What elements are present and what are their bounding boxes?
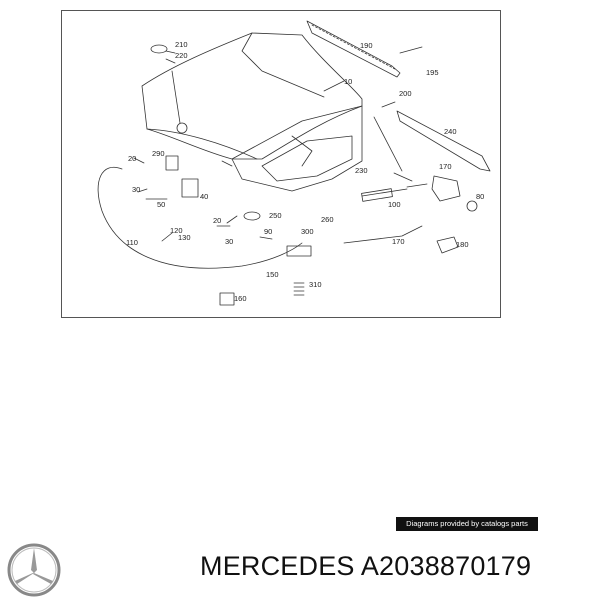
callout-30: 30: [132, 185, 140, 194]
callout-230: 230: [355, 166, 368, 175]
cowl-trim: [396, 110, 491, 172]
callout-120: 120: [170, 226, 183, 235]
callout-180: 180: [456, 240, 469, 249]
callout-20: 20: [128, 154, 136, 163]
hinge: [431, 175, 461, 202]
callout-170: 170: [392, 237, 405, 246]
diagram-credit-badge: Diagrams provided by catalogs parts: [396, 517, 538, 531]
washer-250: [243, 211, 261, 221]
lock-180: [436, 236, 459, 254]
clip-160: [219, 292, 235, 306]
callout-240: 240: [444, 127, 457, 136]
callout-20-lower: 20: [213, 216, 221, 225]
gas-strut: [361, 183, 428, 197]
callout-80: 80: [476, 192, 484, 201]
parts-diagram: 210 220 190 195 10 200 240 290 20 170 40…: [61, 10, 501, 318]
release-cable-2: [343, 225, 423, 244]
part-150: [286, 245, 312, 257]
release-cable: [97, 166, 303, 269]
emblem-210: [150, 44, 168, 54]
plug-220: [176, 122, 188, 134]
spring-310: [293, 282, 305, 296]
hood-panel: [141, 32, 363, 160]
callout-210: 210: [175, 40, 188, 49]
callout-290: 290: [152, 149, 165, 158]
callout-220: 220: [175, 51, 188, 60]
callout-195: 195: [426, 68, 439, 77]
callout-310: 310: [309, 280, 322, 289]
part-number-title: MERCEDES A2038870179: [200, 551, 532, 581]
callout-30-lower: 30: [225, 237, 233, 246]
callout-150: 150: [266, 270, 279, 279]
latch-40: [181, 178, 199, 198]
callout-90: 90: [264, 227, 272, 236]
callout-190: 190: [360, 41, 373, 50]
hood-inner-frame: [231, 105, 363, 192]
callout-160: 160: [234, 294, 247, 303]
callout-260: 260: [321, 215, 334, 224]
latch-290: [165, 155, 179, 171]
callout-40: 40: [200, 192, 208, 201]
callout-100: 100: [388, 200, 401, 209]
callout-10: 10: [344, 77, 352, 86]
callout-200: 200: [399, 89, 412, 98]
hood-assembly-drawing: 210 220 190 195 10 200 240 290 20 170 40…: [97, 20, 491, 306]
knob-80: [466, 200, 478, 212]
callout-250: 250: [269, 211, 282, 220]
cowl-grille: [306, 20, 401, 78]
callout-110: 110: [126, 238, 138, 247]
callout-300: 300: [301, 227, 314, 236]
callout-50: 50: [157, 200, 165, 209]
mercedes-star-icon: [7, 543, 61, 597]
callout-170-top: 170: [439, 162, 452, 171]
callout-130: 130: [178, 233, 191, 242]
